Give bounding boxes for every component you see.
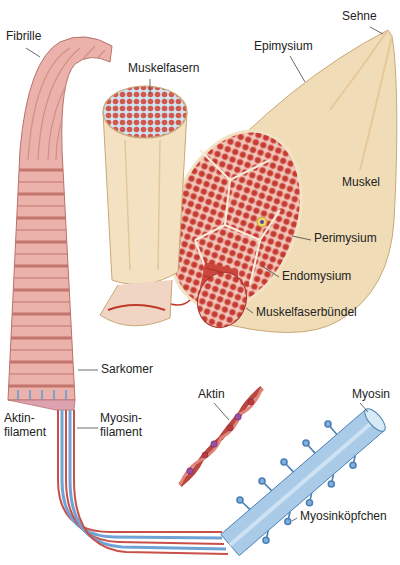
part-label: Aktin — [198, 388, 225, 402]
part-label: Aktin- filament — [4, 412, 50, 440]
part-label: Fibrille — [6, 30, 41, 44]
filaments — [58, 410, 228, 554]
part-label: Muskel — [342, 176, 380, 190]
part-label: Muskelfasern — [128, 62, 199, 76]
leader-lines — [26, 27, 383, 521]
actin-strand — [180, 388, 262, 485]
part-label: Sarkomer — [101, 363, 153, 377]
part-label: Epimysium — [254, 40, 313, 54]
fibril — [0, 37, 112, 410]
part-label: Muskelfaserbündel — [256, 306, 357, 320]
part-label: Myosinköpfchen — [300, 510, 387, 524]
part-label: Myosin — [352, 388, 390, 402]
myosin-filament-drawing — [221, 405, 389, 555]
muscle-fibre — [100, 86, 187, 326]
part-label: Endomysium — [282, 270, 351, 284]
part-label: Sehne — [342, 10, 377, 24]
part-label: Perimysium — [314, 232, 377, 246]
part-label: Myosin- filament — [100, 412, 152, 440]
